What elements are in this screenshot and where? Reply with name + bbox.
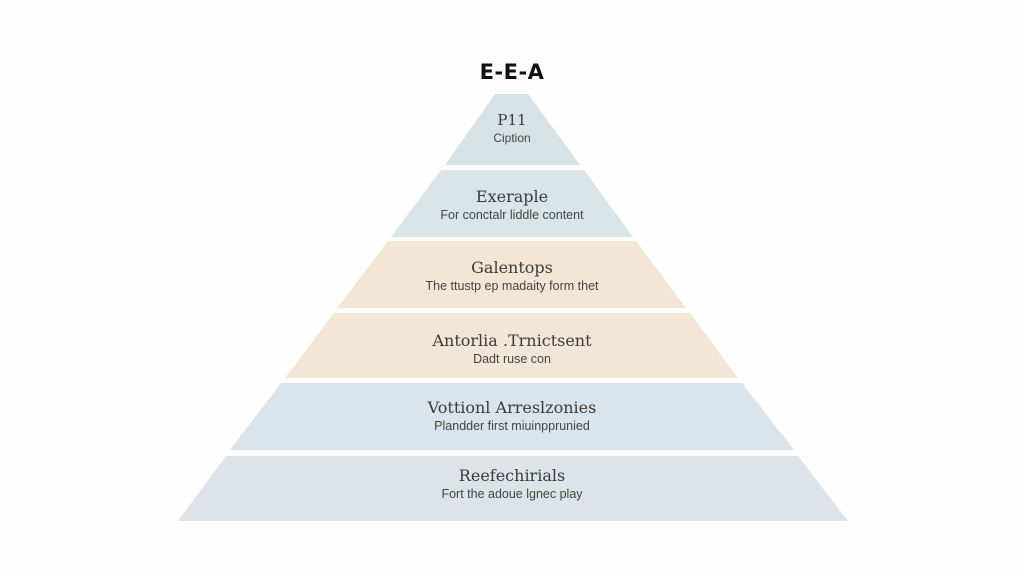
tier-3-title: Galentops [471,258,553,277]
tier-6-title: Reefechirials [458,466,566,485]
tier-4-title: Antorlia .Trnictsent [432,331,592,350]
tier-5-subtitle: Plandder first miuinpprunied [434,419,590,433]
tier-2-subtitle: For conctalr liddle content [440,208,584,222]
tier-2-label: Exeraple For conctalr liddle content [0,187,1024,223]
tier-5-title: Vottionl Arreslzonies [427,398,597,417]
tier-3-shape [337,241,686,308]
tier-6-shape [178,456,848,521]
tier-1-title: P11 [497,111,527,129]
tier-5-label: Vottionl Arreslzonies Plandder first miu… [0,398,1024,434]
tier-5-shape [230,383,794,450]
tier-2-title: Exeraple [475,187,549,206]
tier-6-label: Reefechirials Fort the adoue lgnec play [0,466,1024,502]
tier-4-subtitle: Dadt ruse con [473,352,551,366]
tier-6-subtitle: Fort the adoue lgnec play [441,487,583,501]
tier-3-label: Galentops The ttustp ep madaity form the… [0,258,1024,294]
tier-4-label: Antorlia .Trnictsent Dadt ruse con [0,331,1024,367]
tier-1-label: P11 Ciption [0,110,1024,146]
tier-2-shape [391,170,633,237]
diagram-title: E-E-A [479,60,545,84]
tier-1-subtitle: Ciption [493,131,531,145]
tier-4-shape [285,313,738,378]
tier-3-subtitle: The ttustp ep madaity form thet [425,279,599,293]
tier-1-shape [445,94,580,165]
